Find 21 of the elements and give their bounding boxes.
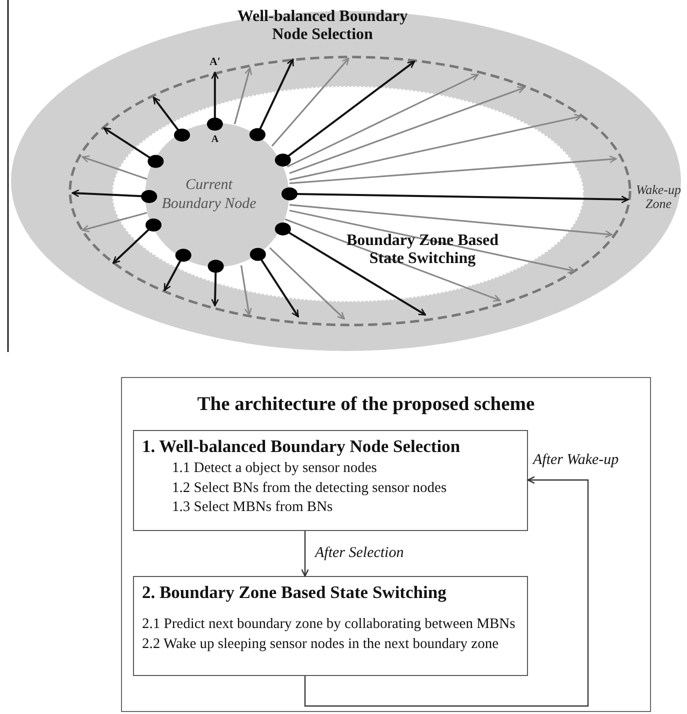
zone-label: Wake-up Zone bbox=[634, 183, 682, 212]
point-label: A bbox=[210, 134, 220, 145]
arrow bbox=[304, 476, 589, 707]
step-text: 2.2 Wake up sleeping sensor nodes in the next boundary zone bbox=[142, 634, 500, 654]
zone-title: Boundary Zone Based State Switching bbox=[345, 232, 500, 268]
point-label: A′ bbox=[208, 56, 222, 68]
edge-label: After Selection bbox=[313, 545, 406, 562]
step-text: 2.1 Predict next boundary zone by collaborating between MBNs bbox=[142, 615, 516, 634]
node-heading: 1. Well-balanced Boundary Node Selection bbox=[142, 436, 462, 457]
process-box bbox=[133, 576, 528, 676]
node-heading: Current Boundary Node bbox=[160, 176, 258, 214]
arrow bbox=[301, 531, 309, 577]
panel-title: The architecture of the proposed scheme bbox=[196, 394, 536, 416]
node-heading: 2. Boundary Zone Based State Switching bbox=[142, 582, 448, 603]
step-text: 1.3 Select MBNs from BNs bbox=[172, 498, 334, 518]
edge-label: After Wake-up bbox=[531, 452, 621, 468]
step-text: 1.2 Select BNs from the detecting sensor nodes bbox=[172, 478, 448, 498]
process-box bbox=[133, 430, 528, 531]
zone-title: Well-balanced Boundary Node Selection bbox=[236, 8, 409, 44]
architecture-panel bbox=[121, 377, 651, 712]
step-text: 1.1 Detect a object by sensor nodes bbox=[172, 459, 378, 478]
